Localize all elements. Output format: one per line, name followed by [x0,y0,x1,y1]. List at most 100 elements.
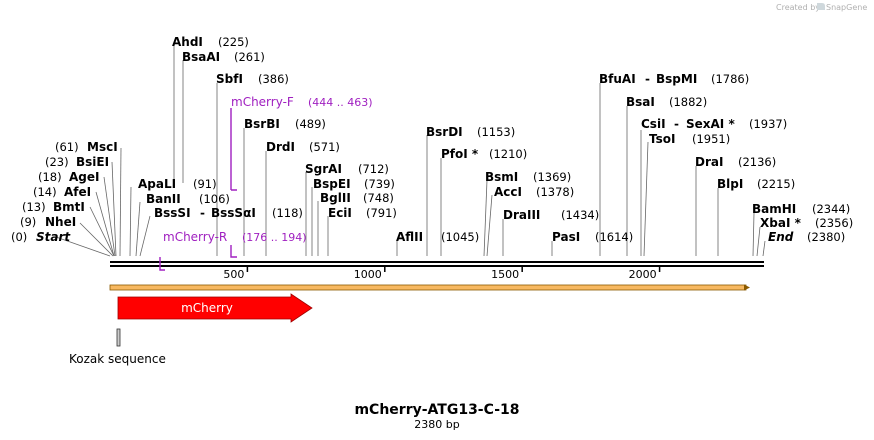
site-name: BsiEI [76,155,109,169]
axis-tick-label: 1000 [354,268,382,281]
site-drdi[interactable]: DrdI (571) [266,140,340,154]
site-pos: (1378) [536,185,574,199]
site-name: BlpI [717,177,743,191]
axis-tick-label: 2000 [629,268,657,281]
site-name: BspEI [313,177,351,191]
feature-kozak[interactable]: Kozak sequence [69,328,166,366]
site-separator: - [200,206,205,220]
site-bspei[interactable]: BspEI (739) [313,177,395,191]
site-bsaai[interactable]: BsaAI (261) [182,50,265,64]
site-csii[interactable]: CsiI - SexAI * (1937) [641,117,787,131]
site-pos: (489) [295,117,326,131]
site-name: BspMI [656,72,697,86]
site-bsiei[interactable]: (23) BsiEI [45,155,109,169]
site-name: EciI [328,206,352,220]
primer-mcherry-r[interactable]: mCherry-R (176 .. 194) [159,230,307,271]
site-leader-lines [55,45,766,257]
site-name: BamHI [752,202,796,216]
primer-mcherry-f[interactable]: mCherry-F (444 .. 463) [230,95,373,191]
site-aflii[interactable]: AflII (1045) [396,230,479,244]
feature-mcherry[interactable]: mCherry [117,293,313,323]
site-separator: - [674,117,679,131]
plasmid-name: mCherry-ATG13-C-18 [354,402,519,418]
primer-f-range: (444 .. 463) [308,96,373,109]
site-drai[interactable]: DraI (2136) [695,155,776,169]
site-pos: (571) [309,140,340,154]
site-banii[interactable]: BanII (106) [146,192,230,206]
primer-f-name: mCherry-F [231,95,294,109]
site-pos: (386) [258,72,289,86]
site-ecii[interactable]: EciI (791) [328,206,397,220]
site-name: BfuAI [599,72,636,86]
site-pasi[interactable]: PasI (1614) [552,230,633,244]
site-bsrbi[interactable]: BsrBI (489) [244,117,326,131]
site-start[interactable]: (0) Start [11,230,71,244]
axis-ticks: 500 1000 1500 2000 [223,266,661,281]
site-msci[interactable]: (61) MscI [55,140,118,154]
site-pos: (1045) [441,230,479,244]
site-name: AccI [494,185,522,199]
site-name: PfoI * [441,147,479,161]
site-name: AhdI [172,35,203,49]
credit-prefix: Created by [776,3,820,12]
orf-band [109,284,750,291]
site-afei[interactable]: (14) AfeI [33,185,91,199]
site-name: BsaI [626,95,655,109]
site-pos: (1369) [533,170,571,184]
site-xbai[interactable]: XbaI * (2356) [760,216,853,230]
site-name: SexAI * [686,117,735,131]
site-bglii[interactable]: BglII (748) [320,191,394,205]
site-name: BglII [320,191,351,205]
primer-r-name: mCherry-R [163,230,227,244]
site-name: AfeI [64,185,91,199]
site-pos: (261) [234,50,265,64]
site-blpi[interactable]: BlpI (2215) [717,177,795,191]
site-pos: (118) [272,206,303,220]
site-apali[interactable]: ApaLI (91) [138,177,217,191]
site-nhei[interactable]: (9) NheI [20,215,76,229]
axis-tick-label: 1500 [491,268,519,281]
site-name: BssSαI [211,206,256,220]
site-bsai[interactable]: BsaI (1882) [626,95,707,109]
site-name: DraIII [503,208,540,222]
site-acci[interactable]: AccI (1378) [494,185,574,199]
site-bsssi[interactable]: BssSI - BssSαI (118) [154,206,303,220]
site-draiii[interactable]: DraIII (1434) [503,208,599,222]
site-pos: (23) [45,155,69,169]
site-name: BanII [146,192,181,206]
site-name: DrdI [266,140,295,154]
site-name: BmtI [53,200,85,214]
site-bsrdi[interactable]: BsrDI (1153) [426,125,515,139]
site-pos: (1210) [489,147,527,161]
primer-r-range: (176 .. 194) [242,231,307,244]
site-pos: (14) [33,185,57,199]
site-sgrai[interactable]: SgrAI (712) [305,162,389,176]
site-bfuai[interactable]: BfuAI - BspMI (1786) [599,72,749,86]
axis-tick-label: 500 [223,268,244,281]
credit: Created by SnapGene [776,3,867,12]
site-bsmi[interactable]: BsmI (1369) [485,170,571,184]
site-pos: (61) [55,140,79,154]
site-ahdi[interactable]: AhdI (225) [172,35,249,49]
site-bmti[interactable]: (13) BmtI [22,200,85,214]
site-name: MscI [87,140,118,154]
site-name: Start [36,230,71,244]
site-name: BsrDI [426,125,463,139]
site-pfoi[interactable]: PfoI * (1210) [441,147,527,161]
plasmid-length: 2380 bp [414,418,459,431]
site-end[interactable]: End (2380) [768,230,845,244]
site-name: CsiI [641,117,666,131]
site-pos: (1434) [561,208,599,222]
feature-kozak-label: Kozak sequence [69,352,166,366]
site-pos: (1153) [477,125,515,139]
site-tsoi[interactable]: TsoI (1951) [649,132,730,146]
site-agei[interactable]: (18) AgeI [38,170,99,184]
site-name: NheI [45,215,76,229]
site-pos: (0) [11,230,27,244]
site-sbfi[interactable]: SbfI (386) [216,72,289,86]
site-pos: (748) [363,191,394,205]
site-name: SgrAI [305,162,342,176]
site-pos: (2344) [812,202,850,216]
site-bamhi[interactable]: BamHI (2344) [752,202,850,216]
